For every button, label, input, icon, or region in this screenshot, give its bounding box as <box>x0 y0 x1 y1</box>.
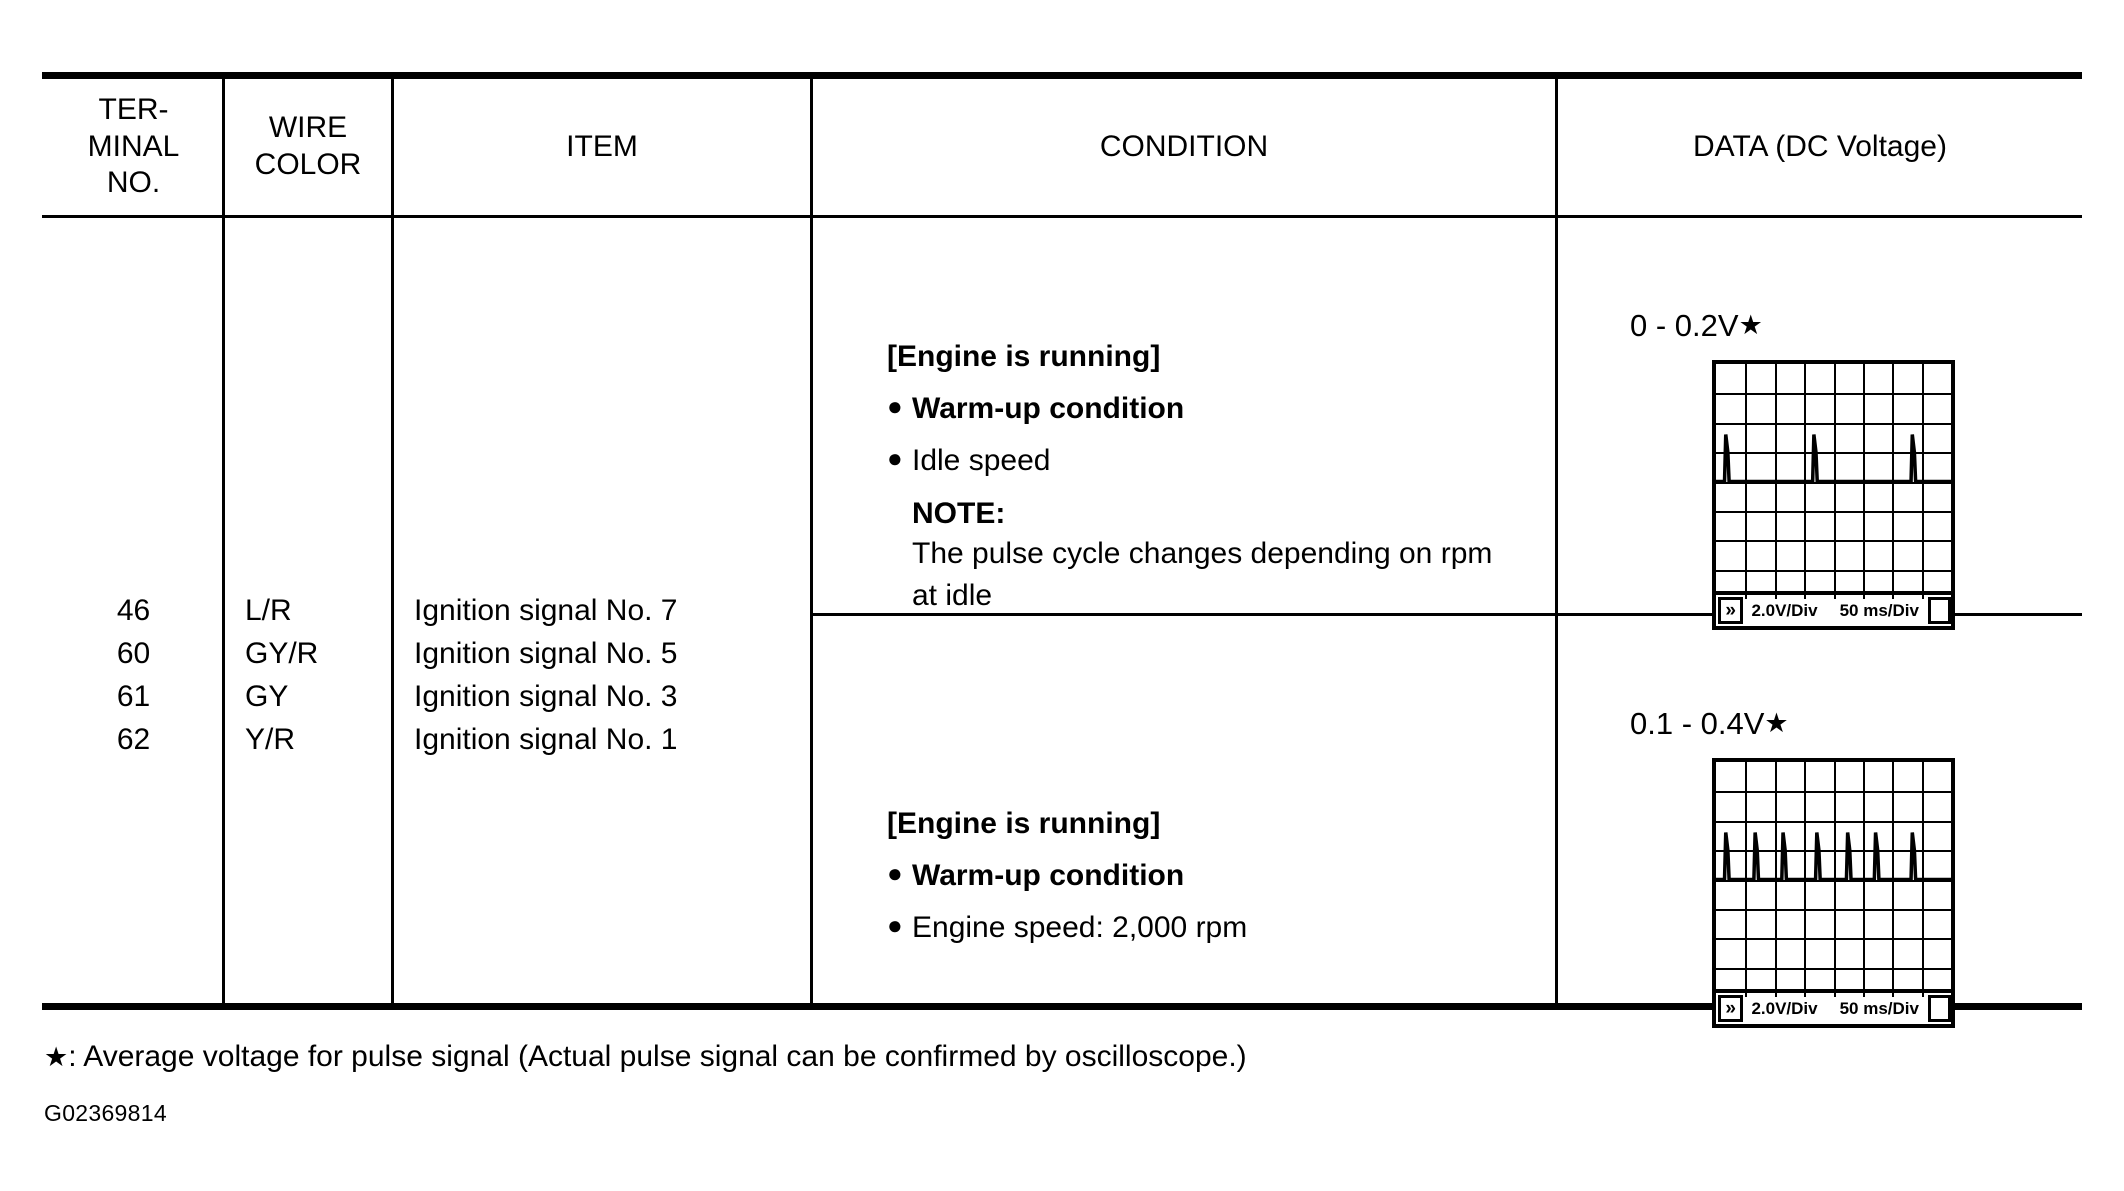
scope-settings-bar: » 2.0V/Div 50 ms/Div <box>1716 591 1951 626</box>
fast-forward-icon: » <box>1718 995 1744 1022</box>
column-divider-condition-data <box>1555 79 1558 1003</box>
oscilloscope-waveform-2000rpm: » 2.0V/Div 50 ms/Div <box>1712 758 1955 1028</box>
header-terminal-no-line1: TER- <box>98 92 169 126</box>
item-list: Ignition signal No. 7 Ignition signal No… <box>414 589 810 761</box>
bullet-dot-icon: ● <box>887 443 903 473</box>
data-cell-idle: 0 - 0.2V★ » 2.0V/Div 50 ms/Div <box>1630 310 2082 630</box>
note-text-line1: The pulse cycle changes depending on rpm <box>912 536 1493 570</box>
header-terminal-no: TER- MINAL NO. <box>45 79 222 215</box>
voltage-value-row: 0.1 - 0.4V★ <box>1630 708 2082 739</box>
table-top-rule <box>42 72 2082 79</box>
wire-color-list: L/R GY/R GY Y/R <box>245 589 391 761</box>
header-terminal-no-line3: NO. <box>106 166 161 200</box>
condition-bullet-text: Engine speed: 2,000 rpm <box>912 911 1248 944</box>
condition-bullet-text: Warm-up condition <box>912 392 1185 425</box>
bullet-dot-icon: ● <box>887 391 903 421</box>
scope-settings-bar: » 2.0V/Div 50 ms/Div <box>1716 989 1951 1024</box>
header-terminal-no-line2: MINAL <box>87 129 180 163</box>
table-row: GY/R <box>245 637 319 670</box>
condition-bullet: ● Idle speed <box>887 443 1547 479</box>
bullet-dot-icon: ● <box>887 858 903 888</box>
header-separator-rule <box>42 215 2082 218</box>
oscilloscope-waveform-idle: » 2.0V/Div 50 ms/Div <box>1712 360 1955 630</box>
terminal-no-list: 46 60 61 62 <box>45 589 222 761</box>
header-condition: CONDITION <box>1099 129 1269 163</box>
table-row: 62 <box>116 723 151 756</box>
time-per-div-label: 50 ms/Div <box>1839 998 1919 1018</box>
terminal-spec-table: TER- MINAL NO. WIRE COLOR ITEM CONDITION… <box>42 72 2082 1028</box>
note-text-line2: at idle <box>912 579 993 613</box>
voltage-value-row: 0 - 0.2V★ <box>1630 310 2082 341</box>
condition-row-divider <box>810 613 2082 616</box>
volts-per-div-label: 2.0V/Div <box>1751 600 1818 620</box>
column-divider-item-condition <box>810 79 813 1003</box>
scope-end-box-icon <box>1927 995 1951 1022</box>
table-row: Ignition signal No. 3 <box>414 680 678 713</box>
condition-block-idle: [Engine is running] ● Warm-up condition … <box>887 340 1547 618</box>
data-cell-2000rpm: 0.1 - 0.4V★ » 2.0V/Div 50 ms/Div <box>1630 708 2082 1028</box>
header-item: ITEM <box>566 129 638 163</box>
header-wire-color-line1: WIRE <box>268 111 348 145</box>
fast-forward-icon: » <box>1718 597 1744 624</box>
table-row: Ignition signal No. 7 <box>414 594 678 627</box>
star-icon: ★ <box>44 1042 69 1072</box>
column-divider-terminal-wire <box>222 79 225 1003</box>
table-row: Y/R <box>245 723 296 756</box>
scope-end-box-icon <box>1927 597 1951 624</box>
condition-note: NOTE: The pulse cycle changes depending … <box>912 495 1547 618</box>
table-row: Ignition signal No. 5 <box>414 637 678 670</box>
table-row: 61 <box>116 680 151 713</box>
condition-title: [Engine is running] <box>887 807 1161 840</box>
header-wire-color: WIRE COLOR <box>225 79 391 215</box>
condition-block-2000rpm: [Engine is running] ● Warm-up condition … <box>887 807 1547 962</box>
condition-bullet: ● Warm-up condition <box>887 391 1547 427</box>
condition-title: [Engine is running] <box>887 340 1161 373</box>
table-row: 46 <box>116 594 151 627</box>
table-row: 60 <box>116 637 151 670</box>
header-data: DATA (DC Voltage) <box>1693 129 1947 163</box>
time-per-div-label: 50 ms/Div <box>1839 600 1919 620</box>
waveform-trace <box>1716 434 1951 484</box>
note-label: NOTE: <box>912 497 1006 530</box>
condition-bullet: ● Engine speed: 2,000 rpm <box>887 910 1547 946</box>
table-row: Ignition signal No. 1 <box>414 723 678 756</box>
star-icon: ★ <box>1738 310 1763 340</box>
footnote-text: : Average voltage for pulse signal (Actu… <box>68 1040 1247 1073</box>
condition-bullet: ● Warm-up condition <box>887 858 1547 894</box>
waveform-trace <box>1716 832 1951 882</box>
voltage-value: 0.1 - 0.4V <box>1630 706 1765 741</box>
table-row: GY <box>245 680 289 713</box>
table-bottom-rule <box>42 1003 2082 1010</box>
table-row: L/R <box>245 594 292 627</box>
star-icon: ★ <box>1764 708 1789 738</box>
figure-id: G02369814 <box>44 1100 167 1126</box>
condition-bullet-text: Warm-up condition <box>912 859 1185 892</box>
volts-per-div-label: 2.0V/Div <box>1751 998 1818 1018</box>
condition-bullet-text: Idle speed <box>912 444 1051 477</box>
voltage-value: 0 - 0.2V <box>1630 308 1739 343</box>
column-divider-wire-item <box>391 79 394 1003</box>
bullet-dot-icon: ● <box>887 910 903 940</box>
footnote: ★: Average voltage for pulse signal (Act… <box>44 1040 1247 1074</box>
header-wire-color-line2: COLOR <box>254 148 362 181</box>
